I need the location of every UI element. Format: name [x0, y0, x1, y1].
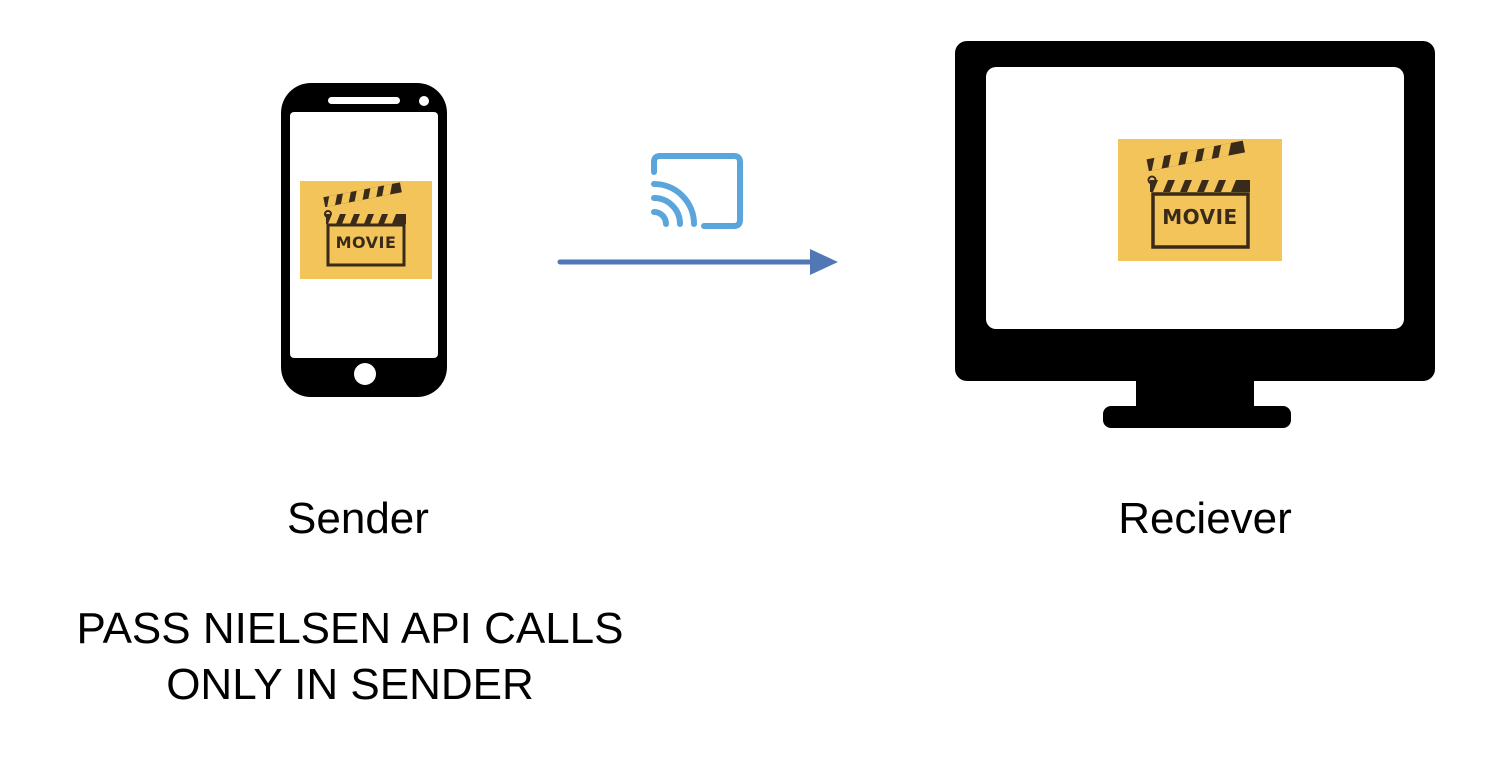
- sender-label: Sender: [287, 494, 429, 543]
- nielsen-note: PASS NIELSEN API CALLS ONLY IN SENDER: [20, 601, 680, 713]
- arrow-right-icon: [557, 249, 838, 275]
- cast-arrow: [556, 246, 840, 276]
- monitor-base: [1103, 406, 1291, 428]
- camera-dot: [419, 96, 429, 106]
- receiver-label: Reciever: [1118, 494, 1292, 543]
- cast-icon-wrap: [648, 150, 744, 230]
- receiver-movie-poster: MOVIE: [1118, 139, 1282, 261]
- clapperboard-icon: [323, 182, 406, 267]
- sender-movie-poster: MOVIE: [300, 181, 432, 279]
- cast-icon: [651, 153, 743, 229]
- clapperboard-icon: [1146, 140, 1250, 249]
- speaker-slot: [328, 97, 400, 104]
- receiver-poster-text: MOVIE: [1162, 205, 1238, 229]
- nielsen-note-line-1: PASS NIELSEN API CALLS: [76, 604, 624, 653]
- home-button: [354, 363, 376, 385]
- nielsen-note-line-2: ONLY IN SENDER: [166, 660, 534, 709]
- sender-poster-text: MOVIE: [335, 233, 397, 252]
